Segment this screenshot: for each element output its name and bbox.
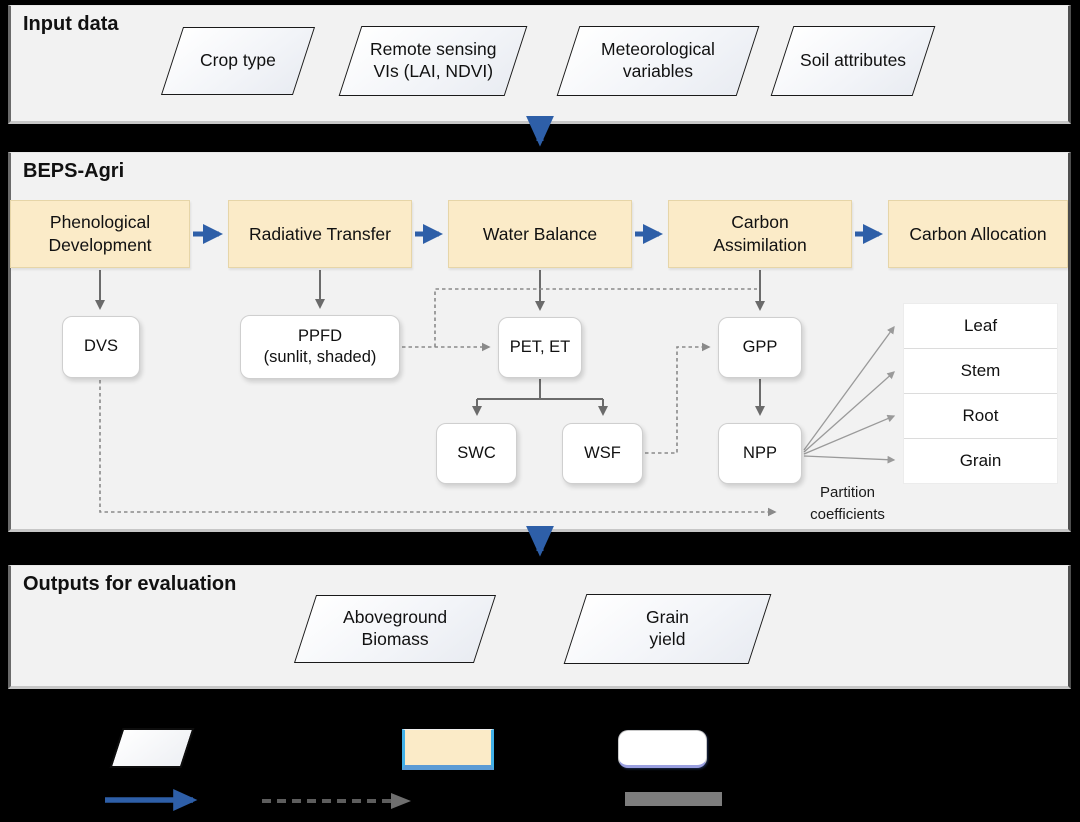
- input-soil-attributes: Soil attributes: [770, 26, 936, 96]
- input-meteorological-label: Meteorological variables: [601, 39, 715, 81]
- module-radiative-label: Radiative Transfer: [248, 223, 391, 244]
- node-pet-et: PET, ET: [498, 317, 582, 378]
- partition-coefficients-label: Partition coefficients: [810, 484, 885, 523]
- module-water-balance: Water Balance: [448, 200, 632, 268]
- node-npp-label: NPP: [743, 443, 777, 462]
- node-dvs: DVS: [62, 316, 140, 378]
- module-phenological-label: Phenological Development: [48, 212, 152, 255]
- node-ppfd: PPFD (sunlit, shaded): [240, 315, 400, 379]
- node-wsf-label: WSF: [584, 443, 621, 462]
- pool-stem: Stem: [904, 349, 1057, 394]
- node-ppfd-label: PPFD (sunlit, shaded): [263, 326, 377, 366]
- module-allocation-label: Carbon Allocation: [909, 223, 1047, 244]
- node-swc-label: SWC: [457, 443, 496, 462]
- input-remote-sensing: Remote sensing VIs (LAI, NDVI): [338, 26, 528, 96]
- pool-root: Root: [904, 394, 1057, 439]
- node-gpp: GPP: [718, 317, 802, 378]
- module-water-label: Water Balance: [482, 223, 598, 244]
- outputs-title: Outputs for evaluation: [23, 573, 237, 595]
- input-data-title: Input data: [23, 13, 119, 35]
- module-carbon-assimilation: Carbon Assimilation: [668, 200, 852, 268]
- output-grain-yield: Grain yield: [563, 594, 772, 664]
- carbon-pool-list: Leaf Stem Root Grain: [903, 303, 1058, 484]
- module-carbon-allocation: Carbon Allocation: [888, 200, 1068, 268]
- node-gpp-label: GPP: [742, 337, 778, 356]
- output-grain-yield-label: Grain yield: [646, 607, 689, 649]
- pool-leaf: Leaf: [904, 304, 1057, 349]
- node-pet-et-label: PET, ET: [509, 337, 571, 356]
- input-soil-attributes-label: Soil attributes: [799, 50, 907, 71]
- module-radiative-transfer: Radiative Transfer: [228, 200, 412, 268]
- module-assimilation-label: Carbon Assimilation: [713, 212, 807, 255]
- input-remote-sensing-label: Remote sensing VIs (LAI, NDVI): [369, 39, 497, 81]
- legend-gray-bar-icon: [625, 792, 722, 806]
- legend-parallelogram-icon: [109, 728, 195, 768]
- input-crop-type-label: Crop type: [200, 50, 276, 71]
- node-dvs-label: DVS: [84, 337, 118, 356]
- input-crop-type: Crop type: [160, 27, 316, 95]
- beps-agri-title: BEPS-Agri: [23, 160, 125, 182]
- node-npp: NPP: [718, 423, 802, 484]
- outputs-panel: Outputs for evaluation: [8, 565, 1071, 689]
- input-meteorological: Meteorological variables: [556, 26, 760, 96]
- output-aboveground-biomass: Aboveground Biomass: [293, 595, 497, 663]
- output-aboveground-biomass-label: Aboveground Biomass: [342, 607, 448, 649]
- module-phenological-development: Phenological Development: [10, 200, 190, 268]
- legend-rounded-node-icon: [618, 730, 707, 768]
- node-wsf: WSF: [562, 423, 643, 484]
- legend-module-box-icon: [402, 729, 494, 770]
- pool-grain: Grain: [904, 439, 1057, 483]
- node-swc: SWC: [436, 423, 517, 484]
